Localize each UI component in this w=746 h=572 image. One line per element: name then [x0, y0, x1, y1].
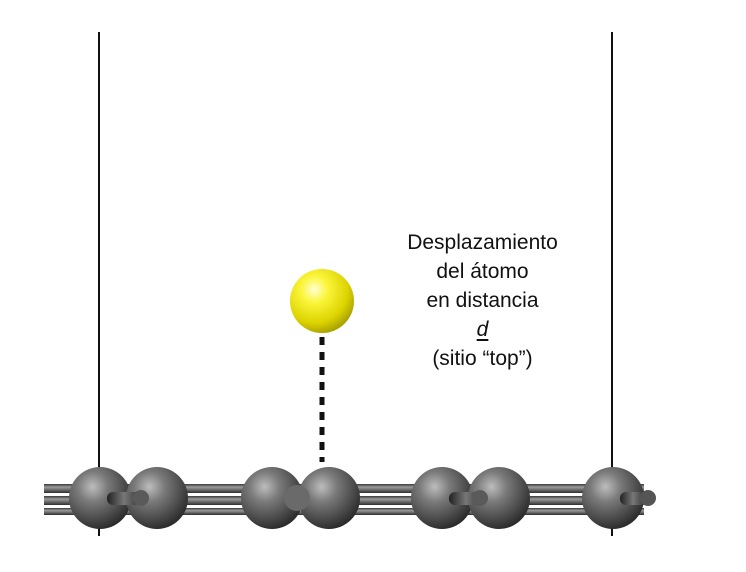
annotation-line-2: del átomo	[436, 260, 529, 283]
annotation-site: (sitio “top”)	[432, 347, 533, 370]
substrate-atom	[298, 467, 360, 529]
displacement-annotation: Desplazamiento del átomo en distancia d …	[380, 228, 585, 373]
substrate-atom	[411, 467, 473, 529]
bond-stub	[620, 492, 646, 505]
distance-variable: d	[476, 318, 489, 341]
annotation-line-1: Desplazamiento	[407, 231, 558, 254]
adatom-yellow-sphere	[290, 269, 354, 333]
bond-stub-end	[472, 490, 488, 506]
bond-stubs	[107, 485, 656, 511]
substrate-atom	[126, 467, 188, 529]
bond-stub-end	[284, 485, 310, 511]
substrate-atom	[468, 467, 530, 529]
substrate-atom	[241, 467, 303, 529]
bond-stub	[107, 492, 141, 505]
bond-stub-end	[133, 490, 149, 506]
substrate-atom	[69, 467, 131, 529]
substrate-atoms	[69, 467, 644, 529]
bond-stub-end	[640, 490, 656, 506]
annotation-line-3: en distancia	[426, 289, 539, 312]
substrate-atom	[582, 467, 644, 529]
